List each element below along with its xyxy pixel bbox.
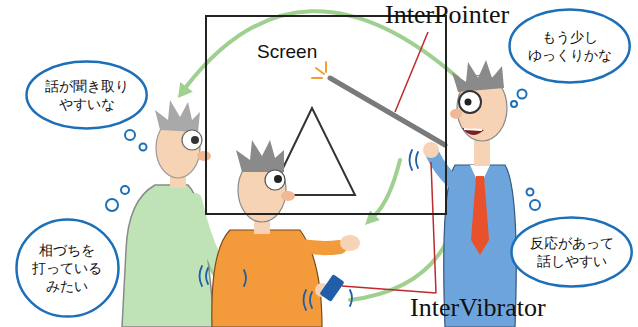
screen-label: Screen (257, 41, 317, 63)
pointer-spark (312, 62, 326, 78)
listener-left-part (197, 151, 211, 161)
vibration-mark-part (200, 266, 203, 286)
vibration-mark-part (244, 270, 246, 286)
bubble-ellipse (27, 62, 147, 129)
listener-left-part (182, 130, 202, 150)
device-label: InterPointer (385, 0, 509, 30)
thought-trail-part (121, 186, 129, 194)
listener-center-part (281, 191, 295, 201)
listener-center-part (340, 235, 360, 251)
listener-center-part (236, 140, 284, 172)
vibration-mark-part (416, 152, 418, 168)
presenter-part (423, 142, 439, 158)
leader-line-part (431, 162, 436, 293)
vibration-mark-part (410, 150, 413, 170)
bubble-ellipse (16, 220, 118, 317)
vibration-mark-part (206, 268, 208, 284)
listener-center-part (245, 255, 316, 293)
listener-center-part (298, 245, 340, 248)
arrow-head-part (178, 82, 193, 98)
listener-center (212, 140, 360, 327)
thought-trail-part (511, 101, 517, 107)
thought-bubble: 話が聞き取り やすいな (25, 60, 148, 130)
listener-left-part (191, 136, 199, 144)
feedback-arrow-part (375, 160, 400, 215)
presenter-part (452, 60, 504, 92)
pointer-spark-part (316, 68, 324, 74)
bubble-text: 反応があって 話しやすい (530, 234, 614, 270)
thought-trail-part (530, 200, 540, 210)
vibration-mark-part (310, 292, 312, 308)
pointer-spark-part (312, 77, 322, 79)
bubble-text: もう少し ゆっくりかな (528, 28, 612, 64)
presenter-part (465, 99, 472, 106)
thought-trail (106, 90, 540, 212)
leader-line-part (395, 32, 428, 112)
presenter-part (462, 128, 484, 135)
leader-line-part (342, 286, 436, 293)
listener-left-part (155, 100, 200, 132)
bubble-outline (510, 216, 633, 288)
presenter-part (464, 129, 482, 130)
bubble-ellipse (512, 218, 632, 287)
feedback-arrow-part (350, 228, 453, 300)
presenter-part (471, 176, 489, 255)
arrow-head-part (365, 210, 380, 225)
bubble-outline (25, 60, 148, 130)
thought-trail-part (518, 90, 527, 99)
arrow-head (178, 82, 460, 231)
thought-trail-part (140, 144, 147, 151)
thought-bubble: 相づちを 打っている みたい (15, 218, 120, 318)
presenter (330, 60, 516, 327)
thought-bubble: もう少し ゆっくりかな (508, 8, 631, 84)
thought-trail-part (527, 189, 534, 196)
screen-frame: Screen (205, 15, 447, 215)
presenter-part (433, 155, 456, 185)
presenter-part (330, 78, 445, 145)
bubble-outline (508, 8, 631, 84)
thought-bubble: 反応があって 話しやすい (510, 216, 633, 288)
device-label: InterVibrator (410, 293, 546, 323)
vibration-mark-part (350, 290, 352, 306)
listener-center-part (274, 175, 282, 183)
listener-center-part (265, 170, 285, 190)
leader-line (342, 32, 436, 293)
listener-center-part (319, 274, 344, 302)
thought-trail-part (106, 199, 118, 211)
bubble-ellipse (510, 10, 630, 83)
bubble-text: 相づちを 打っている みたい (32, 241, 102, 296)
pointer-spark-part (325, 62, 327, 72)
presenter-part (459, 91, 481, 113)
presenter-part (474, 140, 490, 166)
presenter-part (450, 109, 462, 119)
vibration-mark (200, 150, 419, 310)
vibration-mark-part (304, 290, 307, 310)
bubble-text: 話が聞き取り やすいな (45, 77, 129, 113)
thought-trail-part (125, 130, 135, 140)
